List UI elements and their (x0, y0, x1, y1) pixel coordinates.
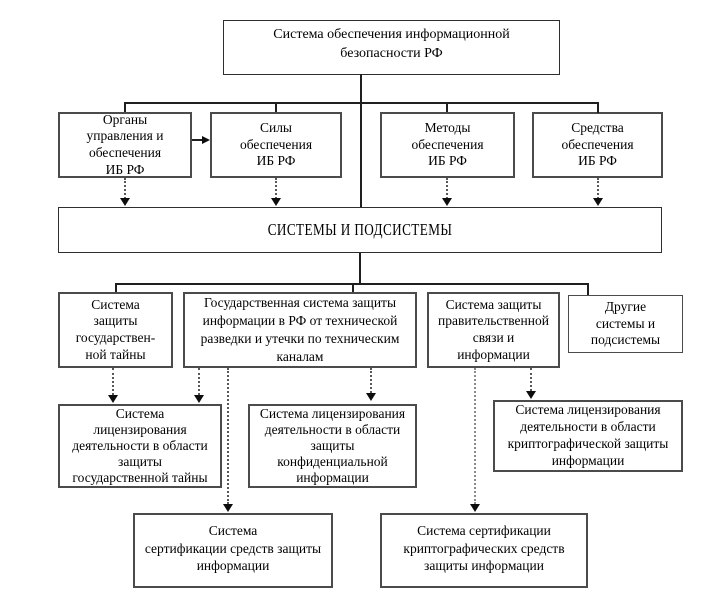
box-means-label: Средства обеспечения ИБ РФ (561, 119, 634, 169)
box-methods-label: Методы обеспечения ИБ РФ (411, 119, 484, 169)
box-systems-and-subsystems-label: СИСТЕМЫ И ПОДСИСТЕМЫ (267, 219, 453, 239)
box-forces: Силы обеспечения ИБ РФ (210, 112, 342, 178)
box-certification-means: Система сертификации средств защиты инфо… (133, 513, 333, 588)
box-licensing-state-secret-label: Система лицензирования деятельности в об… (72, 405, 208, 486)
box-root-security-system: Система обеспечения информационной безоп… (223, 20, 560, 75)
box-other-systems-label: Другие системы и подсистемы (590, 298, 661, 348)
connector-drop-methods (446, 102, 448, 112)
arrowhead-statesystem-to-licensing-secret (194, 395, 204, 403)
arrowhead-organs-to-systems (120, 198, 130, 206)
connector-organs-to-forces (192, 139, 203, 141)
connector-drop-forces (275, 102, 277, 112)
dotted-line-forces-to-systems (275, 178, 277, 199)
dotted-line-govcomms-to-licensing-crypto (530, 368, 532, 391)
arrowhead-methods-to-systems (442, 198, 452, 206)
box-state-secret-protection: Система защиты государствен- ной тайны (58, 292, 173, 368)
dotted-line-statesystem-to-licensing-confidential (370, 368, 372, 393)
box-systems-and-subsystems: СИСТЕМЫ И ПОДСИСТЕМЫ (58, 207, 662, 253)
arrowhead-means-to-systems (593, 198, 603, 206)
box-other-systems: Другие системы и подсистемы (568, 295, 683, 353)
connector-trunk-top (360, 74, 362, 207)
dotted-line-organs-to-systems (124, 178, 126, 199)
dotted-line-statesystem-to-certification (227, 368, 229, 504)
box-state-info-protection-system: Государственная система защиты информаци… (183, 292, 417, 368)
box-licensing-crypto: Система лицензирования деятельности в об… (493, 400, 683, 472)
connector-drop-means (597, 102, 599, 113)
dotted-line-means-to-systems (597, 178, 599, 199)
box-government-comms-protection-label: Система защиты правительственной связи и… (438, 296, 549, 362)
box-licensing-state-secret: Система лицензирования деятельности в об… (58, 404, 222, 488)
arrowhead-statesystem-to-licensing-confidential (366, 393, 376, 401)
box-state-info-protection-system-label: Государственная система защиты информаци… (200, 295, 400, 364)
box-licensing-confidential-label: Система лицензирования деятельности в об… (259, 405, 406, 486)
box-licensing-crypto-label: Система лицензирования деятельности в об… (507, 402, 669, 468)
box-certification-crypto-label: Система сертификации криптографических с… (403, 523, 565, 574)
connector-drop-state-system (352, 283, 354, 292)
box-governing-bodies-label: Органы управления и обеспечения ИБ РФ (86, 111, 164, 177)
dotted-line-statesecret-to-licensing (112, 368, 114, 395)
arrowhead-statesystem-to-certification (223, 504, 233, 512)
dotted-line-statesystem-to-licensing-secret (198, 368, 200, 395)
arrowhead-forces-to-systems (271, 198, 281, 206)
box-licensing-confidential: Система лицензирования деятельности в об… (248, 404, 417, 488)
connector-drop-governing-bodies (124, 102, 126, 112)
box-root-security-system-label: Система обеспечения информационной безоп… (273, 27, 510, 61)
arrowhead-statesecret-to-licensing (108, 395, 118, 403)
box-governing-bodies: Органы управления и обеспечения ИБ РФ (58, 112, 192, 178)
box-methods: Методы обеспечения ИБ РФ (380, 112, 515, 178)
connector-drop-state-secret (115, 283, 117, 292)
box-government-comms-protection: Система защиты правительственной связи и… (427, 292, 560, 368)
box-forces-label: Силы обеспечения ИБ РФ (239, 119, 313, 169)
connector-branch-level2 (125, 102, 599, 104)
dotted-line-govcomms-to-cert-crypto (474, 368, 476, 504)
arrowhead-organs-to-forces (202, 135, 210, 144)
connector-trunk-bottom (359, 253, 361, 283)
box-means: Средства обеспечения ИБ РФ (532, 112, 663, 178)
dotted-line-methods-to-systems (446, 178, 448, 199)
box-state-secret-protection-label: Система защиты государствен- ной тайны (75, 296, 156, 362)
box-certification-means-label: Система сертификации средств защиты инфо… (144, 523, 322, 574)
box-certification-crypto: Система сертификации криптографических с… (380, 513, 588, 588)
arrowhead-govcomms-to-cert-crypto (470, 504, 480, 512)
arrowhead-govcomms-to-licensing-crypto (526, 391, 536, 399)
connector-drop-other-systems (587, 283, 589, 295)
